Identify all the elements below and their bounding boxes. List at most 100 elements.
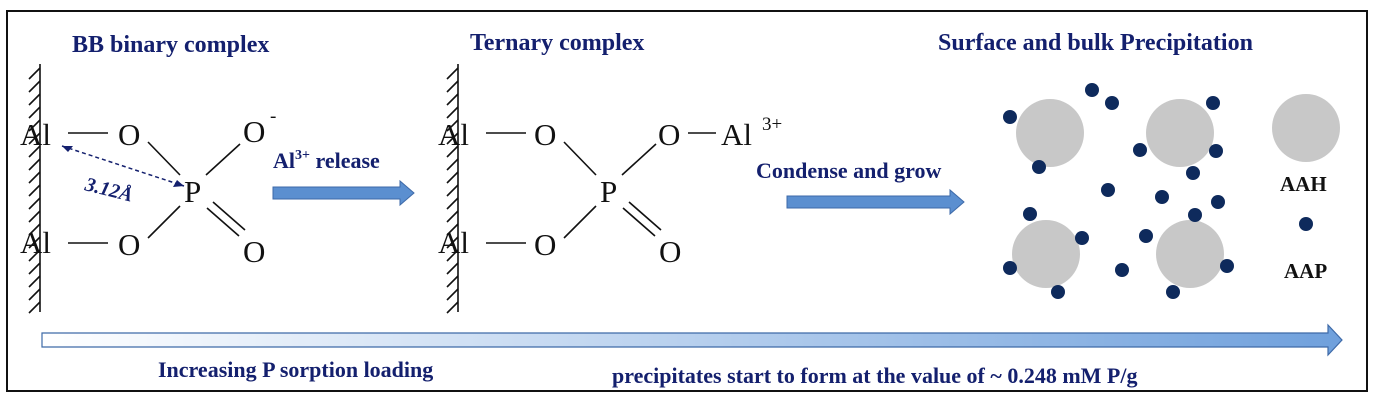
- surface-hatching-2: [446, 67, 459, 314]
- aap-dot: [1105, 96, 1119, 110]
- hatch-mark: [446, 197, 459, 210]
- aah-particle: [1016, 99, 1084, 167]
- negative-charge: -: [270, 106, 276, 127]
- legend-aah-label: AAH: [1280, 172, 1327, 196]
- distance-dashed-line: [61, 145, 185, 187]
- legend: AAH AAP: [1272, 94, 1340, 283]
- o-atom-right-2: O: [658, 117, 680, 152]
- hatch-mark: [446, 67, 459, 80]
- precipitation-particles: [1003, 83, 1234, 299]
- hatch-mark: [446, 275, 459, 288]
- hatch-mark: [446, 223, 459, 236]
- o-atom-top-2: O: [534, 117, 556, 152]
- hatch-mark: [446, 80, 459, 93]
- aap-dot: [1023, 207, 1037, 221]
- loading-gradient-arrow: [41, 323, 1343, 357]
- hatch-mark: [446, 210, 459, 223]
- hatch-mark: [28, 119, 41, 132]
- distance-label: 3.12Å: [82, 173, 135, 206]
- hatch-mark: [28, 249, 41, 262]
- legend-aap-swatch: [1299, 217, 1313, 231]
- aap-dot: [1206, 96, 1220, 110]
- o-atom-top: O: [118, 117, 140, 152]
- hatch-mark: [28, 184, 41, 197]
- p-o-double-bond-a-2: [622, 207, 656, 237]
- binary-complex-structure: Al Al O O P O - O 3.12Å: [20, 64, 276, 314]
- hatch-mark: [446, 93, 459, 106]
- hatch-mark: [28, 106, 41, 119]
- o-p-bond-top: [147, 141, 181, 176]
- o-p-bond-bottom-2: [563, 205, 597, 239]
- aah-particle: [1012, 220, 1080, 288]
- aap-dot: [1115, 263, 1129, 277]
- surface-hatching-1: [28, 67, 41, 314]
- aap-dot: [1003, 110, 1017, 124]
- aap-dot: [1051, 285, 1065, 299]
- legend-aap-label: AAP: [1284, 259, 1327, 283]
- hatch-mark: [28, 223, 41, 236]
- hatch-mark: [446, 158, 459, 171]
- al3-atom: Al: [721, 117, 752, 152]
- al-atom-top: Al: [20, 117, 51, 152]
- hatch-mark: [446, 106, 459, 119]
- condense-label: Condense and grow: [756, 158, 942, 183]
- hatch-mark: [446, 236, 459, 249]
- hatch-mark: [446, 171, 459, 184]
- hatch-mark: [28, 145, 41, 158]
- o-atom-bottom: O: [118, 227, 140, 262]
- aap-dot: [1188, 208, 1202, 222]
- al3-charge: 3+: [762, 114, 782, 135]
- aap-dot: [1075, 231, 1089, 245]
- aap-dot: [1166, 285, 1180, 299]
- aah-particle: [1156, 220, 1224, 288]
- aah-particle: [1146, 99, 1214, 167]
- al-release-arrow: Al3+ release: [272, 148, 415, 207]
- distance-arrowhead-left: [62, 146, 73, 152]
- aap-dot: [1101, 183, 1115, 197]
- p-atom-2: P: [600, 174, 617, 209]
- p-o-double-bond-a: [206, 207, 240, 237]
- aap-dot: [1003, 261, 1017, 275]
- hatch-mark: [28, 80, 41, 93]
- hatch-mark: [446, 249, 459, 262]
- p-atom: P: [184, 174, 201, 209]
- aap-dot: [1133, 143, 1147, 157]
- figure-frame: [6, 10, 1368, 392]
- al-release-label: Al3+ release: [273, 148, 380, 173]
- hatch-mark: [28, 236, 41, 249]
- o-p-bond-top-2: [563, 141, 597, 176]
- aap-dot: [1220, 259, 1234, 273]
- distance-arrowhead-right: [173, 180, 184, 187]
- o-minus-atom: O: [243, 114, 265, 149]
- aap-dot: [1139, 229, 1153, 243]
- hatch-mark: [28, 288, 41, 301]
- aap-dot: [1209, 144, 1223, 158]
- condense-arrow-shape: [786, 188, 965, 216]
- hatch-mark: [446, 184, 459, 197]
- condense-arrow: Condense and grow: [756, 158, 965, 216]
- p-o-bond-2: [621, 143, 657, 176]
- o-atom-bottom-2: O: [534, 227, 556, 262]
- p-o-minus-bond: [205, 143, 241, 176]
- hatch-mark: [28, 171, 41, 184]
- aap-dot: [1155, 190, 1169, 204]
- hatch-mark: [28, 262, 41, 275]
- hatch-mark: [446, 288, 459, 301]
- al-atom-bottom: Al: [20, 225, 51, 260]
- hatch-mark: [446, 145, 459, 158]
- hatch-mark: [446, 119, 459, 132]
- al-release-arrow-shape: [272, 179, 415, 207]
- precipitate-threshold-label: precipitates start to form at the value …: [612, 363, 1137, 388]
- binary-complex-title: BB binary complex: [72, 32, 269, 58]
- p-o-double-bond-b: [212, 201, 246, 231]
- aap-dot: [1032, 160, 1046, 174]
- hatch-mark: [28, 275, 41, 288]
- hatch-mark: [28, 197, 41, 210]
- precipitation-title: Surface and bulk Precipitation: [938, 30, 1253, 56]
- al-atom-bottom-2: Al: [438, 225, 469, 260]
- increasing-loading-label: Increasing P sorption loading: [158, 357, 433, 382]
- hatch-mark: [446, 262, 459, 275]
- al-atom-top-2: Al: [438, 117, 469, 152]
- hatch-mark: [446, 301, 459, 314]
